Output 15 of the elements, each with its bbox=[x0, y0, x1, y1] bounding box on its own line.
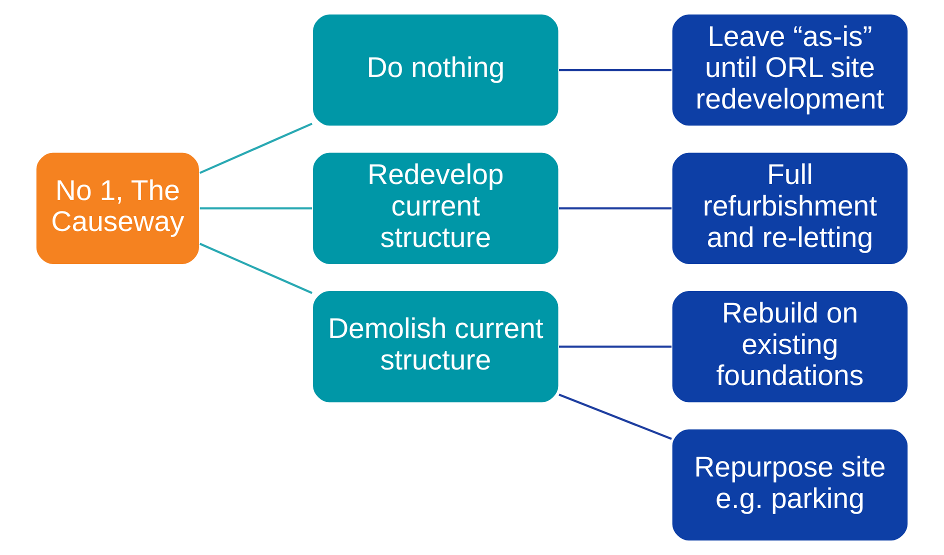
node-box: Leave “as-is” until ORL site redevelopment bbox=[670, 13, 909, 128]
connector bbox=[200, 207, 312, 210]
node-box: Demolish current structure bbox=[312, 290, 560, 404]
connector bbox=[559, 346, 672, 348]
connector bbox=[558, 394, 672, 440]
node-box: Repurpose site e.g. parking bbox=[670, 428, 909, 542]
node-box: Do nothing bbox=[312, 13, 560, 128]
connector bbox=[199, 242, 312, 294]
connector bbox=[559, 68, 672, 72]
node-box: Redevelop current structure bbox=[312, 151, 560, 266]
node-box: Full refurbishment and re-letting bbox=[670, 151, 909, 266]
node-box: Rebuild on existing foundations bbox=[670, 290, 909, 404]
connector bbox=[559, 207, 672, 210]
connector bbox=[199, 122, 312, 174]
node-box: No 1, The Causeway bbox=[35, 151, 200, 266]
